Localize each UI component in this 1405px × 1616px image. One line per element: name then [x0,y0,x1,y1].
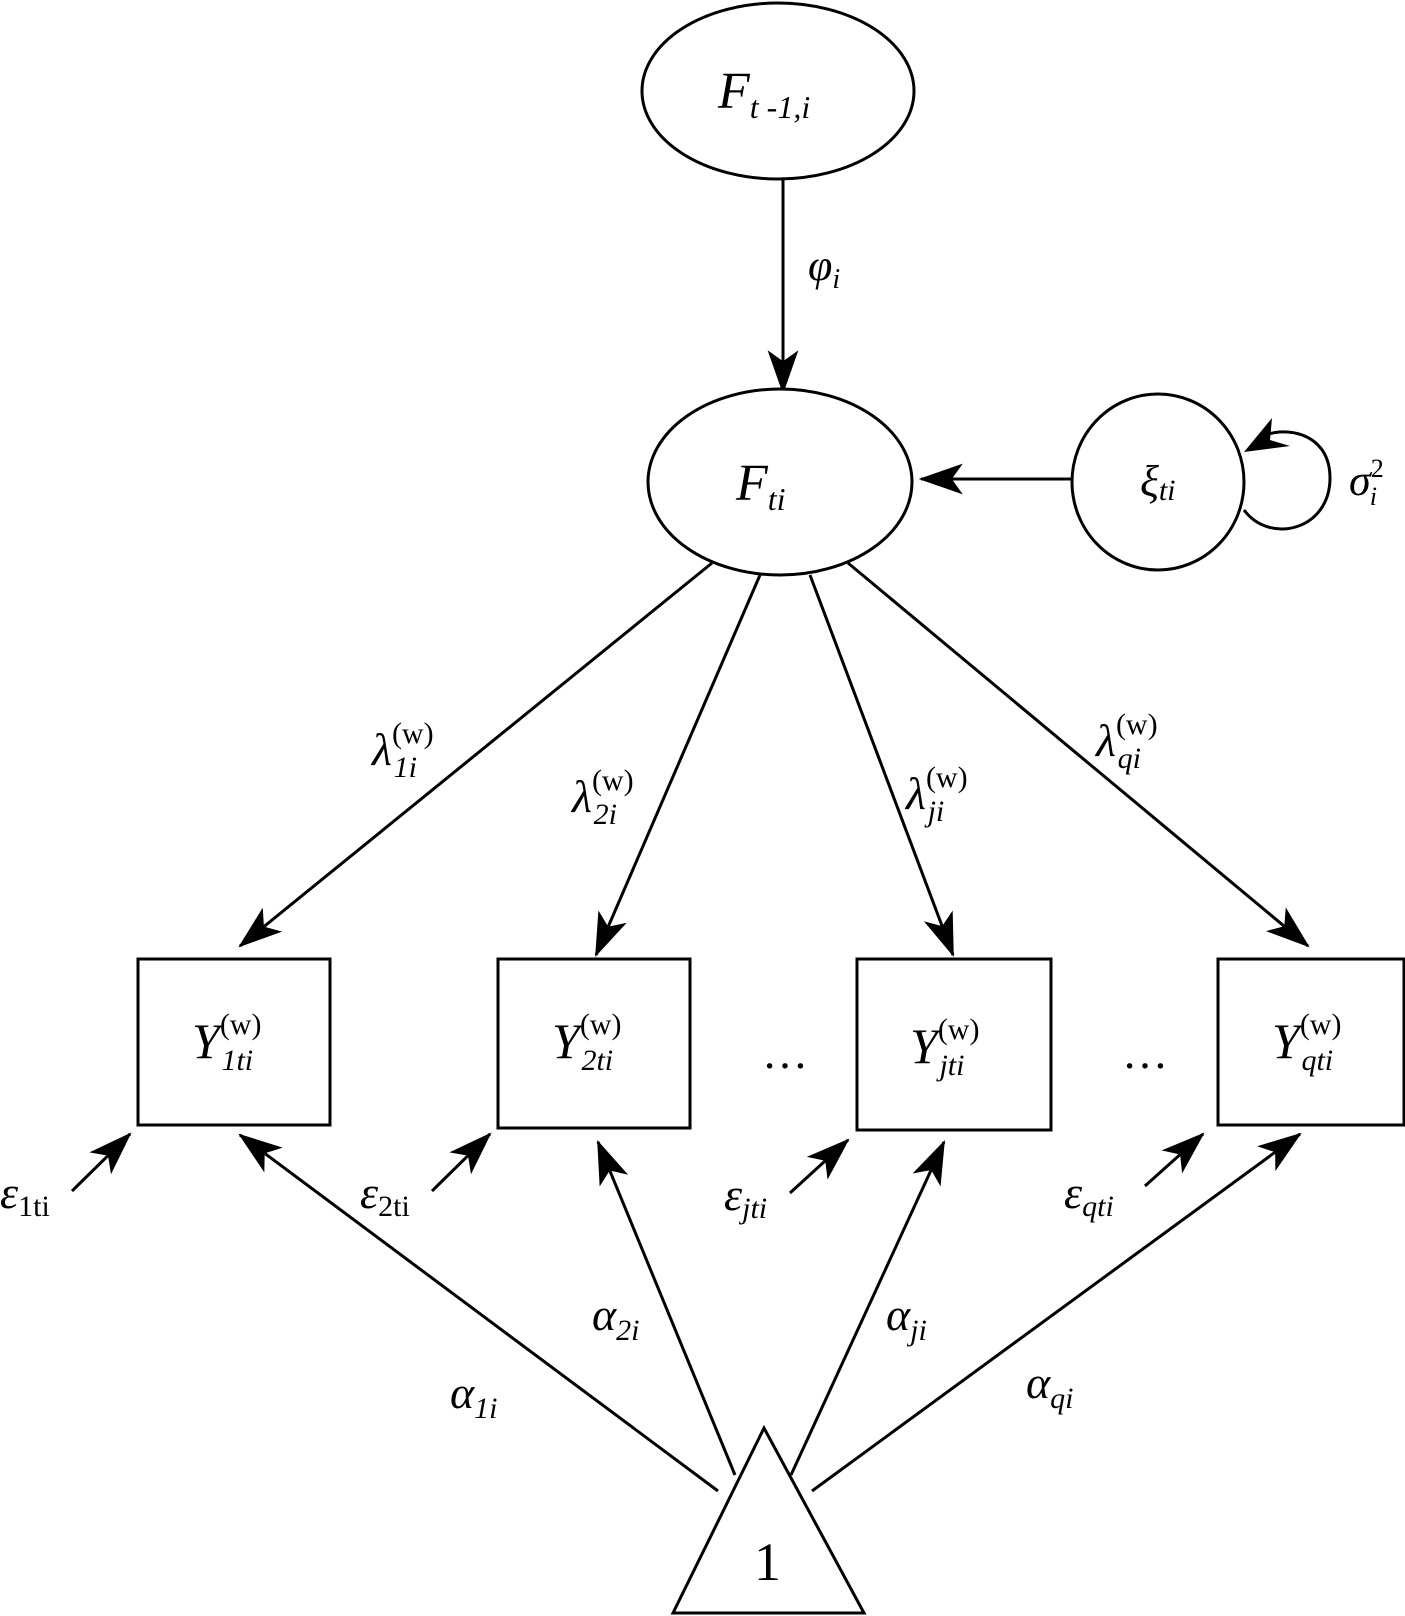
node-F-prev: Ft -1,i [640,1,916,181]
edge-lambda-1 [238,561,713,948]
label-Y2: Y(w)2ti [552,1008,621,1077]
box-Yq [1216,957,1405,1127]
edge-alpha-q [811,1132,1302,1493]
triangle-constant [670,1424,867,1615]
edge-alpha-1 [238,1133,719,1493]
label-lambda-q: λ(w)qi [1094,708,1158,775]
edge-eps-q [1143,1132,1205,1188]
edge-eps-j [788,1138,850,1195]
box-Y2 [496,957,692,1130]
edge-lambda-2 [594,574,762,958]
sigma-arrowhead [1244,418,1290,452]
ellipse-F-prev [640,1,916,181]
label-alpha-j: αji [886,1289,927,1347]
label-lambda-2: λ(w)2i [570,764,634,831]
edge-alpha-j [789,1140,946,1476]
edges [70,180,1332,1493]
edge-lambda-q [847,561,1310,948]
ellipse-F-current [646,387,914,577]
node-constant-one: 1 [670,1424,867,1615]
label-eps-1: ε1ti [0,1167,50,1223]
label-F-current: Fti [735,455,786,517]
label-lambda-1: λ(w)1i [370,717,434,784]
node-Y1: Y(w)1ti [136,957,332,1127]
label-Y1: Y(w)1ti [192,1008,261,1077]
label-Yj: Y(w)jti [910,1013,979,1082]
label-lambda-j: λ(w)ji [904,761,968,828]
label-eps-q: εqti [1064,1167,1114,1223]
node-Yj: Y(w)jti [855,957,1053,1132]
label-Yq: Y(w)qti [1272,1008,1341,1077]
edge-sigma-self-loop [1242,430,1332,531]
node-F-current: Fti [646,387,914,577]
label-eps-2: ε2ti [360,1167,410,1223]
label-xi: ξti [1140,457,1176,507]
edge-lambda-j [808,574,955,958]
label-eps-j: εjti [724,1169,767,1225]
ellipsis-2: … [1122,1027,1168,1078]
edge-eps-1 [70,1132,132,1193]
box-Y1 [136,957,332,1127]
label-alpha-2: α2i [592,1289,640,1347]
label-alpha-q: αqi [1026,1357,1074,1415]
node-Yq: Y(w)qti [1216,957,1405,1127]
label-phi: φi [808,241,840,295]
ellipsis-1: … [762,1027,808,1078]
label-F-prev: Ft -1,i [717,63,810,125]
edge-alpha-2 [596,1139,737,1476]
label-constant: 1 [754,1532,781,1592]
edge-eps-2 [430,1132,492,1193]
ellipse-xi [1070,392,1246,572]
box-Yj [855,957,1053,1132]
node-Y2: Y(w)2ti [496,957,692,1130]
node-xi: ξti [1070,392,1246,572]
label-alpha-1: α1i [450,1367,498,1425]
